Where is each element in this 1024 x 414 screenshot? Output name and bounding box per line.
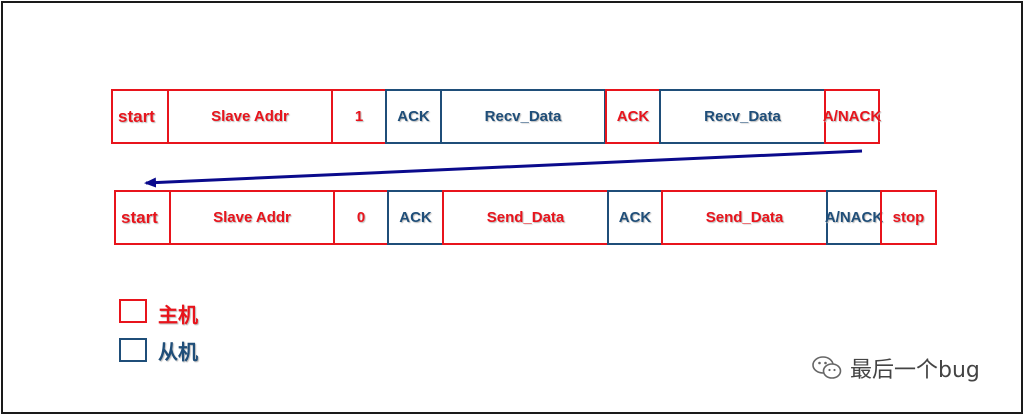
legend-slave-swatch	[119, 338, 147, 362]
r2-send-data-2: Send_Data	[661, 190, 828, 245]
r2-stop: stop	[880, 190, 937, 245]
arrow-line	[144, 149, 863, 188]
r2-anack: A/NACK	[825, 190, 883, 245]
legend-slave-label: 从机	[158, 340, 198, 364]
wechat-icon	[812, 356, 842, 379]
r2-start: start	[114, 190, 171, 245]
r2-ack-2: ACK	[607, 190, 663, 245]
legend-master-label: 主机	[158, 303, 198, 327]
r2-ack-1: ACK	[387, 190, 444, 245]
watermark-text: 最后一个bug	[850, 358, 980, 383]
legend-master-swatch	[119, 299, 147, 323]
r2-slave-addr: Slave Addr	[169, 190, 335, 245]
r1-anack: A/NACK	[823, 89, 881, 144]
r2-send-data-1: Send_Data	[442, 190, 609, 245]
r2-rw-bit: 0	[333, 190, 389, 245]
watermark: 最后一个bug	[812, 352, 980, 384]
